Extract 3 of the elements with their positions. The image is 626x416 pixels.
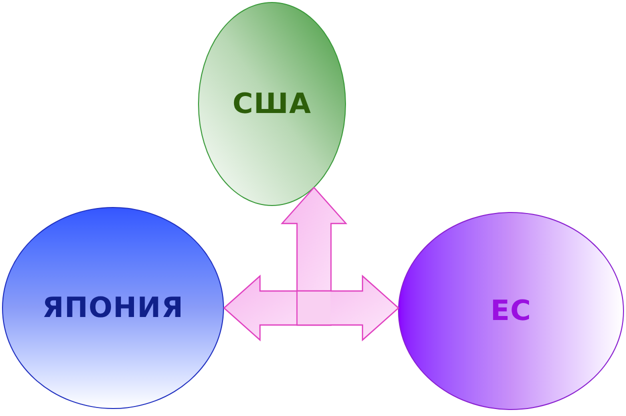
country-label: ЯПОНИЯ [42,290,184,326]
country-label: ЕС [490,293,532,329]
country-label: США [232,86,312,122]
